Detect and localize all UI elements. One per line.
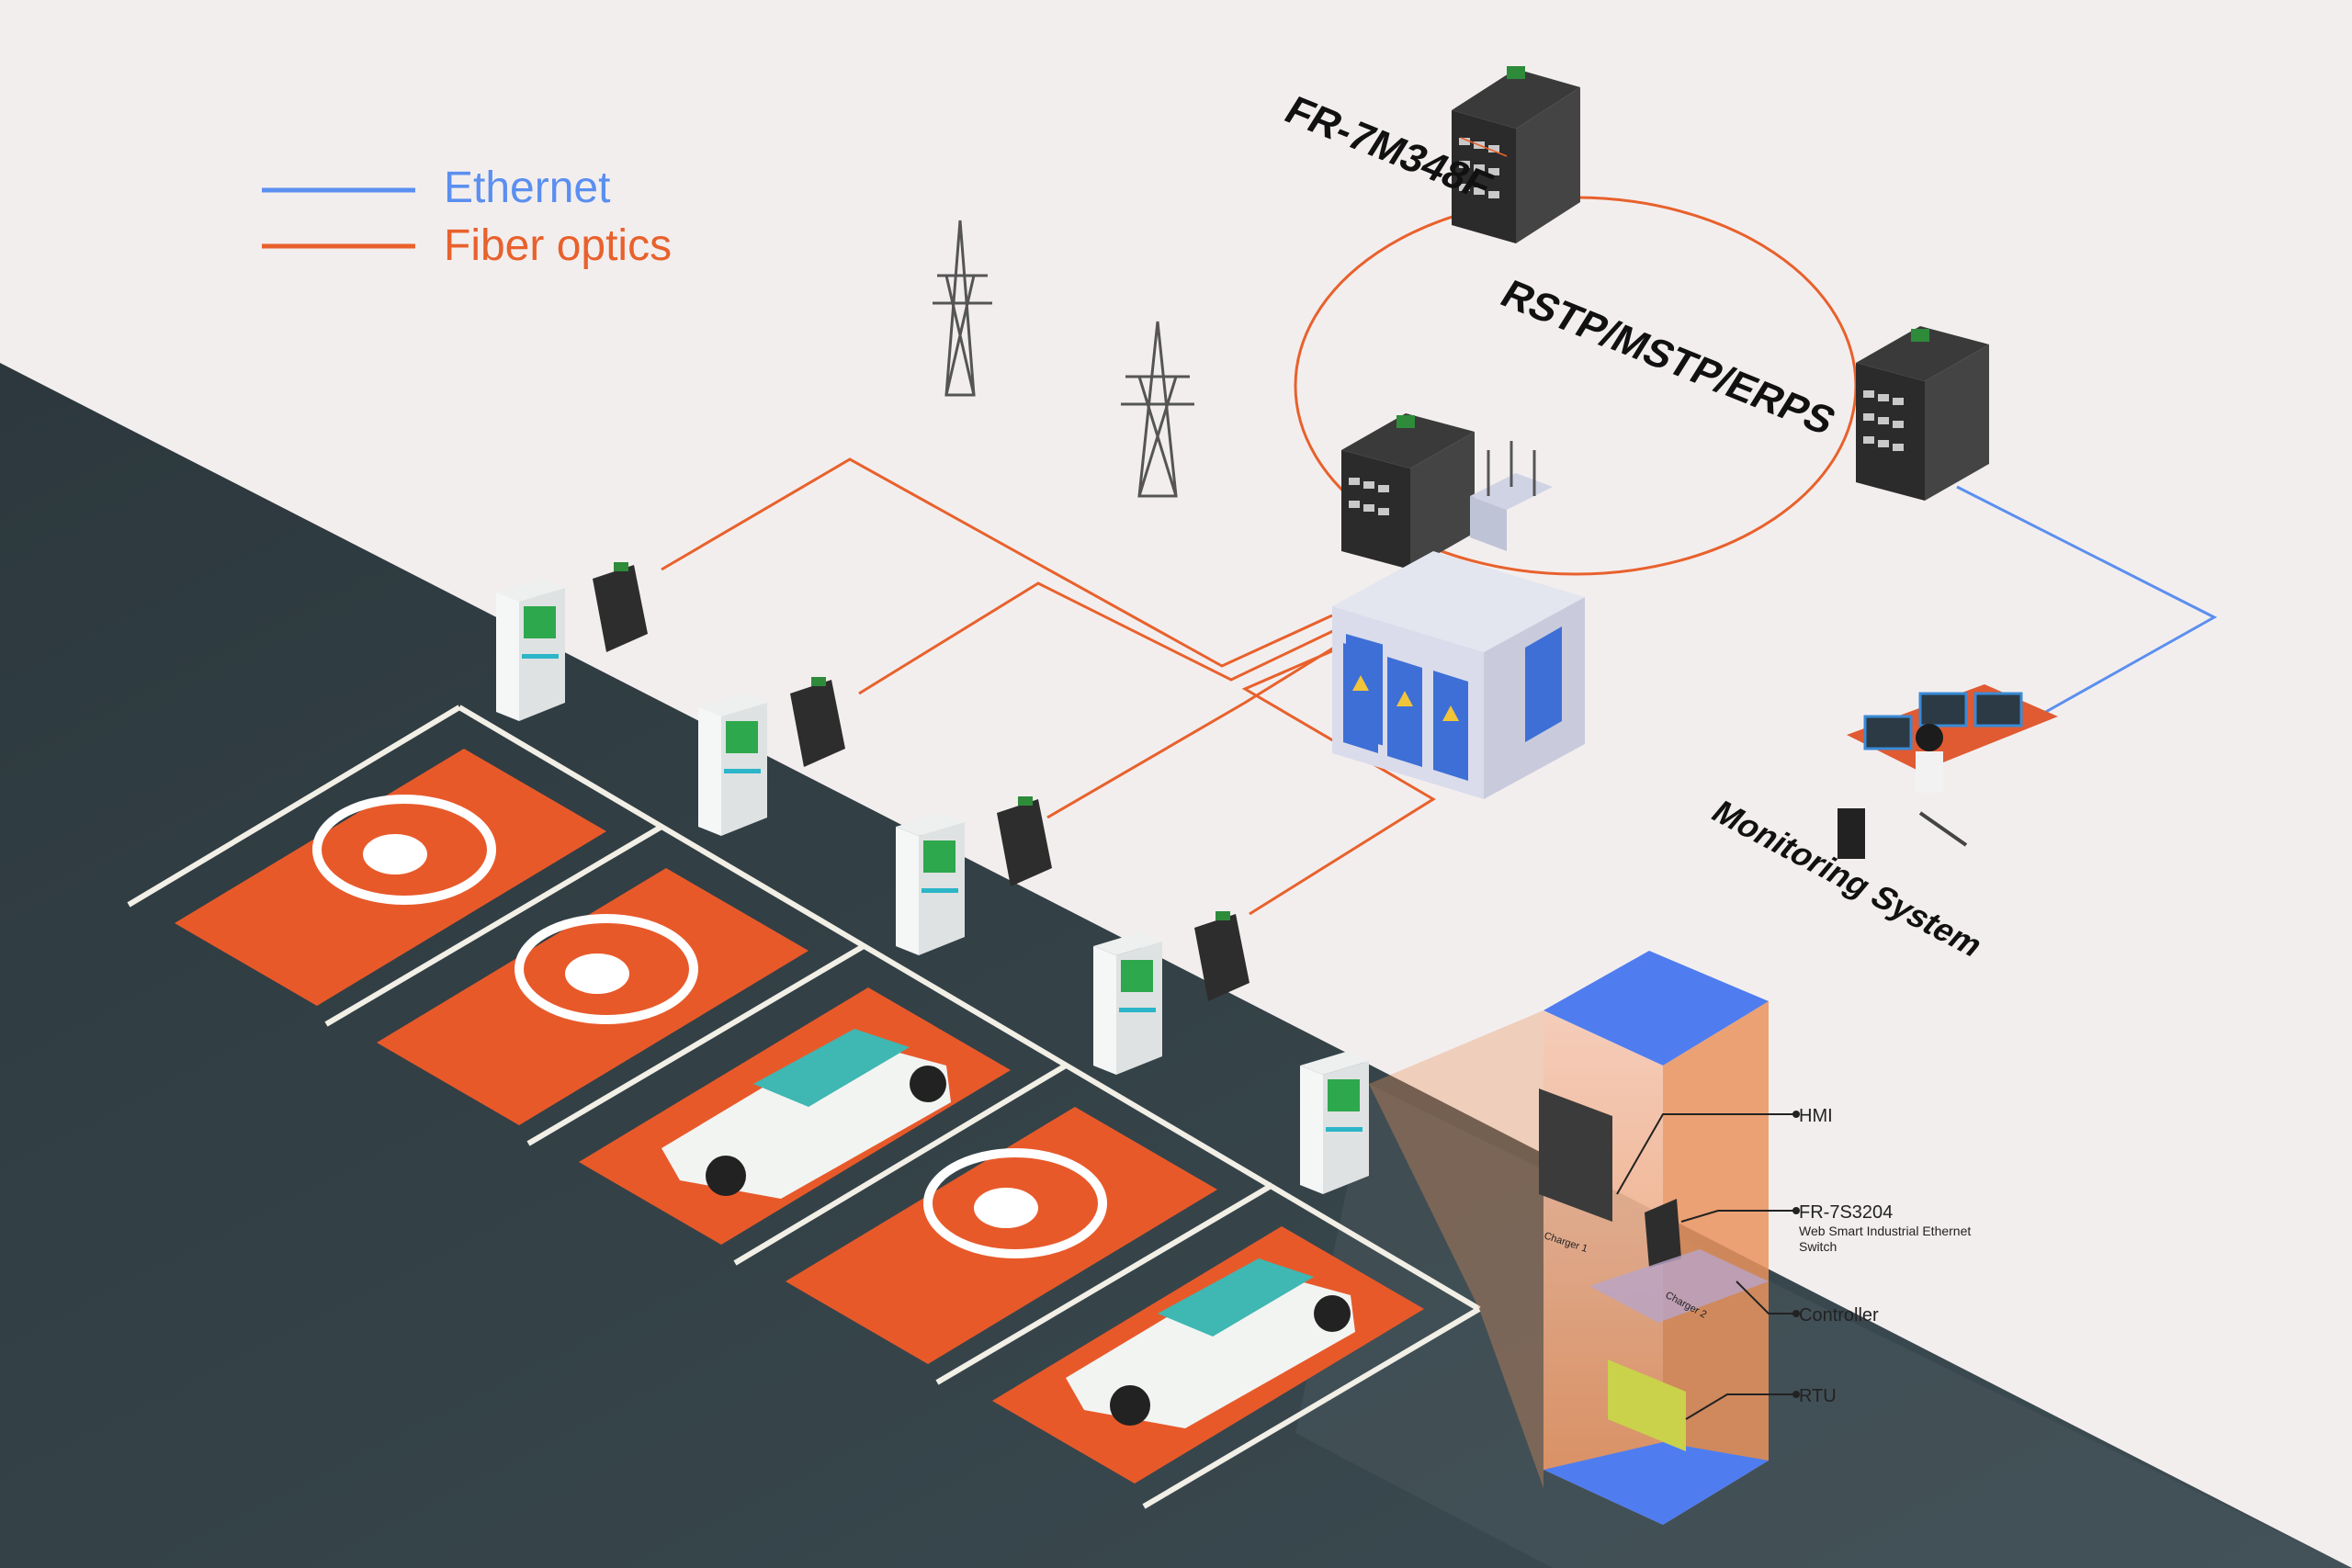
charger-2 <box>698 694 767 836</box>
callout-leaders <box>1616 1113 1796 1420</box>
edge-switches <box>593 562 1250 1001</box>
callout-dots <box>1792 1111 1800 1398</box>
charger-4 <box>1093 932 1162 1075</box>
parking-spot-1 <box>175 749 606 1006</box>
fiber-links <box>661 457 1436 916</box>
ev-plug-heads <box>363 834 1038 1228</box>
fiber-link-3 <box>1046 641 1342 819</box>
edge-switch-2 <box>790 677 845 767</box>
parking-spot-4 <box>786 1107 1217 1364</box>
substation <box>1332 441 1585 799</box>
core-switch-top <box>1452 66 1580 243</box>
parking-spot-2 <box>377 868 808 1125</box>
legend-ethernet-label: Ethernet <box>444 164 610 212</box>
callout-switch-desc-2: Switch <box>1799 1239 1837 1254</box>
legend-fiber-label: Fiber optics <box>444 221 672 270</box>
callout-hmi: HMI <box>1799 1106 1833 1126</box>
control-cabinet <box>1539 951 1769 1525</box>
callout-switch-model: FR-7S3204 <box>1799 1202 1893 1223</box>
power-tower-1 <box>933 220 992 397</box>
charger-1 <box>496 579 565 721</box>
callout-controller: Controller <box>1799 1305 1879 1325</box>
power-towers <box>933 220 1194 498</box>
cabinet-projection <box>1369 1010 1544 1488</box>
rtu-board <box>1608 1359 1686 1451</box>
cabinet-switch <box>1645 1199 1681 1268</box>
ev-plug-icon-2 <box>514 914 698 1024</box>
ev-plug-icons <box>312 795 1107 1258</box>
car-2 <box>1066 1258 1355 1428</box>
ev-plug-icon-1 <box>312 795 496 905</box>
legend: Ethernet Fiber optics <box>262 164 672 270</box>
ev-plug-icon-4 <box>923 1148 1107 1258</box>
chargers <box>496 579 1369 1194</box>
ethernet-link <box>1956 485 2218 728</box>
fiber-link-1 <box>661 457 1333 668</box>
callout-switch-desc-1: Web Smart Industrial Ethernet <box>1799 1224 1971 1238</box>
ring-switch-right <box>1856 326 1989 501</box>
charger-3 <box>896 813 965 955</box>
edge-switch-1 <box>593 562 648 652</box>
monitoring-station <box>1838 684 2058 859</box>
car-1 <box>662 1029 951 1199</box>
edge-switch-4 <box>1194 911 1250 1001</box>
parking-lines <box>127 705 1481 1509</box>
callout-rtu: RTU <box>1799 1386 1837 1406</box>
edge-switch-3 <box>997 796 1052 886</box>
hmi-panel <box>1539 1089 1612 1222</box>
power-tower-2 <box>1121 321 1194 498</box>
fiber-link-2 <box>858 581 1338 695</box>
ring-switch-left <box>1341 413 1475 570</box>
charger-5 <box>1300 1052 1369 1194</box>
